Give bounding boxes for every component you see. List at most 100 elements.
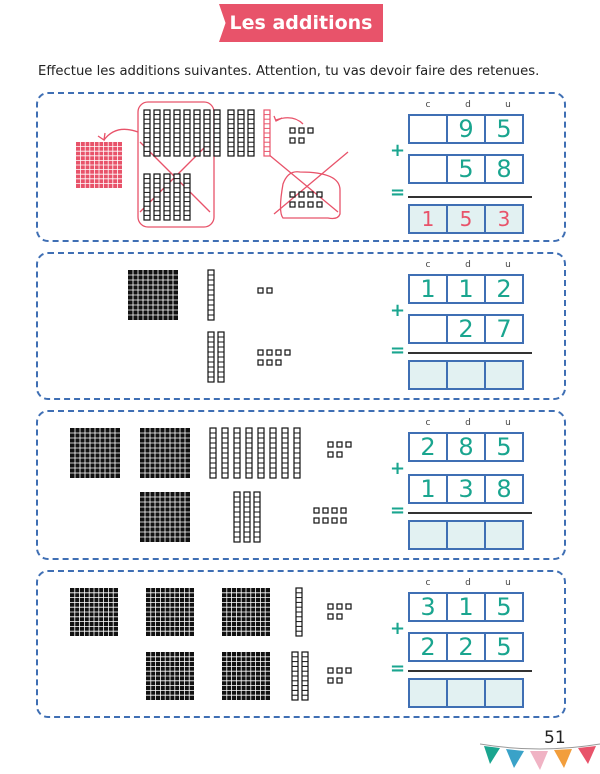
ten-rod <box>153 173 161 221</box>
unit-cube <box>266 359 273 366</box>
digit-cell: 5 <box>484 114 524 144</box>
exchange-arrow-hundreds <box>103 128 139 141</box>
unit-cube <box>327 667 334 674</box>
ten-rod <box>213 109 221 157</box>
result-cell[interactable] <box>484 678 524 708</box>
bottom-number-row: 2 7 <box>408 314 530 344</box>
hundred-block <box>140 428 190 478</box>
header-d: d <box>465 578 471 588</box>
hundred-block <box>140 492 190 542</box>
result-row <box>408 678 530 708</box>
top-number-row: 9 5 <box>408 114 530 144</box>
ten-rod <box>281 427 289 479</box>
equals-sign: = <box>390 500 406 521</box>
equals-sign: = <box>390 658 406 679</box>
ten-rod <box>217 331 225 383</box>
unit-cube <box>257 359 264 366</box>
ten-rod <box>183 109 191 157</box>
ten-rod <box>221 427 229 479</box>
top-number-row: 2 8 5 <box>408 432 530 462</box>
page-number: 51 <box>544 728 566 748</box>
digit-cell: 3 <box>408 592 448 622</box>
header-d: d <box>465 418 471 428</box>
hundred-block <box>76 142 122 188</box>
equals-sign: = <box>390 340 406 361</box>
ten-rod <box>209 427 217 479</box>
result-cell[interactable] <box>484 520 524 550</box>
cross-line <box>267 153 339 213</box>
plus-sign: + <box>390 140 406 161</box>
unit-cube <box>336 677 343 684</box>
ten-rod <box>173 109 181 157</box>
header-u: u <box>505 100 511 110</box>
unit-cube <box>336 603 343 610</box>
digit-cell: 8 <box>484 474 524 504</box>
digit-cell: 8 <box>484 154 524 184</box>
unit-cube <box>289 191 296 198</box>
result-cell[interactable] <box>408 678 448 708</box>
ten-rod <box>257 427 265 479</box>
ten-rod <box>233 491 241 543</box>
unit-cube <box>345 603 352 610</box>
sum-line <box>408 512 532 514</box>
answer-grid-3: c d u 2 8 5 1 3 8 <box>408 418 530 558</box>
result-cell[interactable] <box>446 678 486 708</box>
hundred-block <box>128 270 178 320</box>
unit-cube <box>275 349 282 356</box>
exercise-panel-4: c d u 3 1 5 2 2 5 + = <box>36 570 566 718</box>
digit-cell: 5 <box>446 154 486 184</box>
digit-cell <box>408 154 448 184</box>
unit-cube <box>340 517 347 524</box>
unit-cube <box>298 137 305 144</box>
unit-cube <box>275 359 282 366</box>
unit-cube <box>345 667 352 674</box>
bottom-number-row: 1 3 8 <box>408 474 530 504</box>
unit-cube <box>345 441 352 448</box>
base-ten-blocks-4 <box>70 587 352 701</box>
hundred-block <box>70 428 120 478</box>
ten-rod <box>143 109 151 157</box>
exercise-panel-2: c d u 1 1 2 2 7 + = <box>36 252 566 400</box>
unit-cube <box>316 201 323 208</box>
result-cell[interactable]: 3 <box>484 204 524 234</box>
header-d: d <box>465 260 471 270</box>
digit-cell: 5 <box>484 592 524 622</box>
unit-cube <box>322 517 329 524</box>
unit-cube <box>284 349 291 356</box>
sum-line <box>408 352 532 354</box>
hundred-block <box>146 588 194 636</box>
plus-sign: + <box>390 618 406 639</box>
result-cell[interactable]: 1 <box>408 204 448 234</box>
cross-line <box>273 151 349 215</box>
result-cell[interactable] <box>408 360 448 390</box>
digit-cell <box>408 114 448 144</box>
ten-rod <box>203 109 211 157</box>
header-u: u <box>505 418 511 428</box>
unit-cube <box>327 441 334 448</box>
result-cell[interactable]: 5 <box>446 204 486 234</box>
header-c: c <box>425 418 431 428</box>
digit-cell: 7 <box>484 314 524 344</box>
ten-rod <box>173 173 181 221</box>
header-u: u <box>505 260 511 270</box>
group-ten-ones-circle <box>279 171 341 220</box>
header-d: d <box>465 100 471 110</box>
sum-line <box>408 196 532 198</box>
ten-rod <box>207 269 215 321</box>
unit-cube <box>307 127 314 134</box>
title-banner: Les additions <box>219 4 383 42</box>
result-cell[interactable] <box>446 360 486 390</box>
result-cell[interactable] <box>408 520 448 550</box>
result-cell[interactable] <box>484 360 524 390</box>
unit-cube <box>336 451 343 458</box>
base-ten-blocks-2 <box>128 269 291 383</box>
header-u: u <box>505 578 511 588</box>
bottom-number-row: 2 2 5 <box>408 632 530 662</box>
unit-cube <box>266 287 273 294</box>
result-cell[interactable] <box>446 520 486 550</box>
digit-cell: 5 <box>484 632 524 662</box>
unit-cube <box>298 191 305 198</box>
result-row <box>408 520 530 550</box>
digit-cell: 5 <box>484 432 524 462</box>
exercise-panel-3: c d u 2 8 5 1 3 8 + = <box>36 410 566 560</box>
